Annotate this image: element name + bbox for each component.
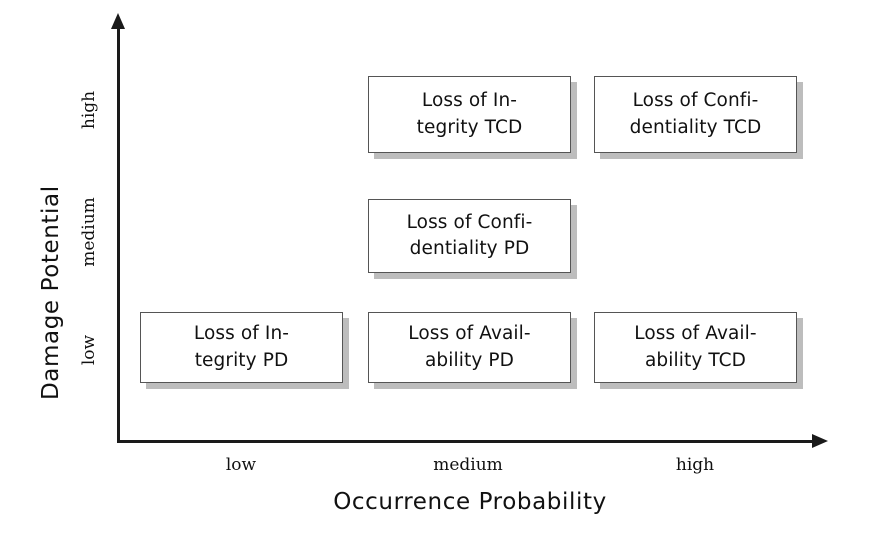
risk-cell-integrity-pd[interactable]: Loss of In- tegrity PD [140,312,343,383]
risk-cell-line-1: Loss of Avail- [634,323,757,345]
risk-cell-confidentiality-tcd[interactable]: Loss of Confi- dentiality TCD [594,76,797,153]
y-axis-arrow-icon [111,13,125,29]
risk-cell-line-1: Loss of In- [193,323,290,345]
x-axis-arrow-icon [812,433,828,448]
risk-cell-line-1: Loss of Confi- [632,90,759,112]
risk-cell-availability-pd[interactable]: Loss of Avail- ability PD [368,312,571,383]
risk-cell-line-2: tegrity PD [194,349,289,371]
risk-cell-line-2: dentiality PD [409,238,530,259]
risk-cell-line-1: Loss of Avail- [408,323,531,345]
x-axis-tick-low: low [225,455,257,475]
y-axis-title: Damage Potential [38,185,64,400]
y-axis-line [117,26,120,443]
risk-cell-line-2: ability PD [425,349,514,371]
risk-cell-line-1: Loss of Confi- [406,211,533,233]
x-axis-tick-medium: medium [433,455,503,475]
risk-cell-line-1: Loss of In- [421,90,518,112]
y-axis-tick-medium: medium [79,197,99,267]
risk-cell-integrity-tcd[interactable]: Loss of In- tegrity TCD [368,76,571,153]
x-axis-line [117,440,815,443]
risk-cell-line-2: dentiality TCD [629,116,762,138]
y-axis-tick-high: high [79,90,99,130]
x-axis-title: Occurrence Probability [333,489,607,515]
risk-cell-line-2: ability TCD [644,349,747,371]
y-axis-tick-low: low [79,334,99,366]
risk-cell-confidentiality-pd[interactable]: Loss of Confi- dentiality PD [368,199,571,273]
risk-cell-availability-tcd[interactable]: Loss of Avail- ability TCD [594,312,797,383]
x-axis-tick-high: high [675,455,715,475]
risk-cell-line-2: tegrity TCD [416,116,523,138]
